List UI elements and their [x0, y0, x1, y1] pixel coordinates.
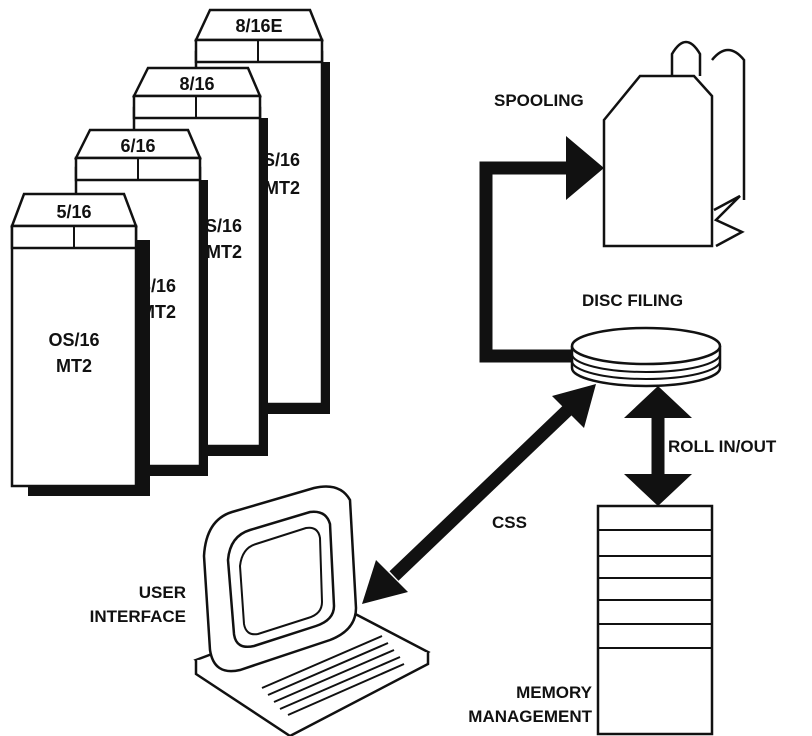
- cabinet-model-label: 8/16E: [235, 16, 282, 36]
- user-interface-line2: INTERFACE: [90, 607, 186, 626]
- spooling-arrow: [486, 136, 604, 356]
- cabinet-os-line2: MT2: [206, 242, 242, 262]
- css-label: CSS: [492, 513, 527, 532]
- cabinet-model-label: 5/16: [56, 202, 91, 222]
- printer-icon: [604, 42, 744, 246]
- cabinet-os-line2: MT2: [264, 178, 300, 198]
- disc-filing-label: DISC FILING: [582, 291, 683, 310]
- roll-in-out-label: ROLL IN/OUT: [668, 437, 777, 456]
- cabinet-model-label: 8/16: [179, 74, 214, 94]
- cabinet-model-label: 6/16: [120, 136, 155, 156]
- user-interface-line1: USER: [139, 583, 186, 602]
- css-arrow: [362, 384, 596, 604]
- terminal-icon: [196, 487, 428, 736]
- cabinet-5-16: 5/16 OS/16 MT2: [12, 194, 150, 496]
- spooling-label: SPOOLING: [494, 91, 584, 110]
- disc-stack-icon: [572, 328, 720, 386]
- memory-label-line2: MANAGEMENT: [468, 707, 592, 726]
- cabinet-os-line2: MT2: [56, 356, 92, 376]
- memory-stack-icon: [598, 506, 712, 734]
- cabinet-os-line1: OS/16: [48, 330, 99, 350]
- memory-label-line1: MEMORY: [516, 683, 593, 702]
